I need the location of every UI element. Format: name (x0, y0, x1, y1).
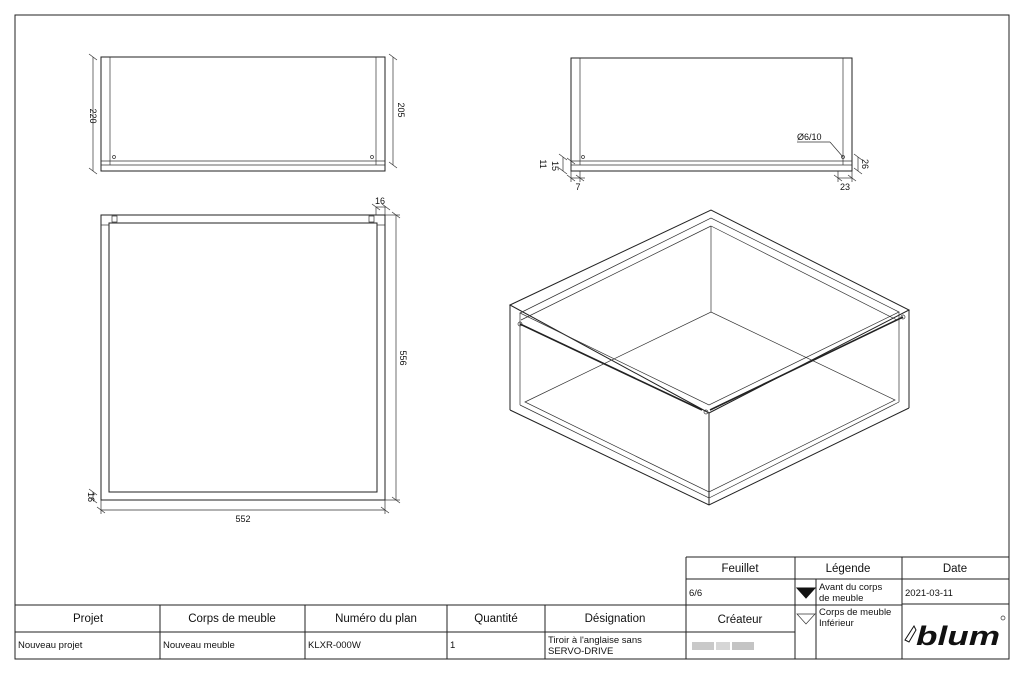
header-creator: Créateur (718, 614, 763, 626)
value-sheet: 6/6 (689, 588, 702, 599)
value-designation-line1: Tiroir à l'anglaise sans (548, 635, 642, 646)
title-block (15, 556, 1009, 659)
dim-side-7: 7 (575, 182, 580, 192)
side-view (558, 57, 863, 182)
header-cabinet: Corps de meuble (188, 613, 276, 625)
value-project: Nouveau projet (18, 640, 83, 651)
dim-top-width: 552 (235, 514, 250, 524)
dim-front-height-left: 220 (88, 108, 98, 123)
legend-item-2-line2: Inférieur (819, 618, 854, 629)
legend-item-2-line1: Corps de meuble (819, 607, 891, 618)
blum-logo: blum (904, 615, 1006, 651)
legend-item-1-line1: Avant du corps (819, 582, 882, 593)
value-date: 2021-03-11 (905, 588, 953, 599)
creator-blurred-name (692, 642, 754, 650)
dim-side-15: 15 (550, 161, 560, 171)
header-legend: Légende (826, 563, 871, 575)
header-designation: Désignation (585, 613, 646, 625)
value-plan-number: KLXR-000W (308, 640, 361, 651)
value-quantity: 1 (450, 640, 455, 651)
header-sheet: Feuillet (721, 563, 759, 575)
dim-side-26: 26 (860, 159, 870, 169)
legend-item-1-line2: de meuble (819, 593, 863, 604)
dim-side-11: 11 (538, 159, 548, 168)
logo-text: blum (916, 621, 1000, 651)
sheet-border (14, 14, 1010, 660)
value-cabinet: Nouveau meuble (163, 640, 235, 651)
legend-filled-triangle-icon (795, 587, 817, 599)
top-view (88, 203, 401, 514)
front-view (88, 53, 398, 175)
header-date: Date (943, 563, 967, 575)
header-quantity: Quantité (474, 613, 517, 625)
header-project: Projet (73, 613, 104, 625)
dim-hole: Ø6/10 (797, 132, 822, 142)
dim-side-23: 23 (840, 182, 850, 192)
legend-outline-triangle-icon (796, 613, 816, 625)
dim-bottom-panel: 16 (86, 492, 96, 502)
dim-top-panel: 16 (375, 196, 385, 206)
dim-top-depth: 556 (398, 350, 408, 365)
value-designation-line2: SERVO-DRIVE (548, 646, 613, 657)
header-plan-number: Numéro du plan (335, 613, 417, 625)
isometric-view (508, 209, 911, 506)
dim-front-height-right: 205 (396, 102, 406, 117)
